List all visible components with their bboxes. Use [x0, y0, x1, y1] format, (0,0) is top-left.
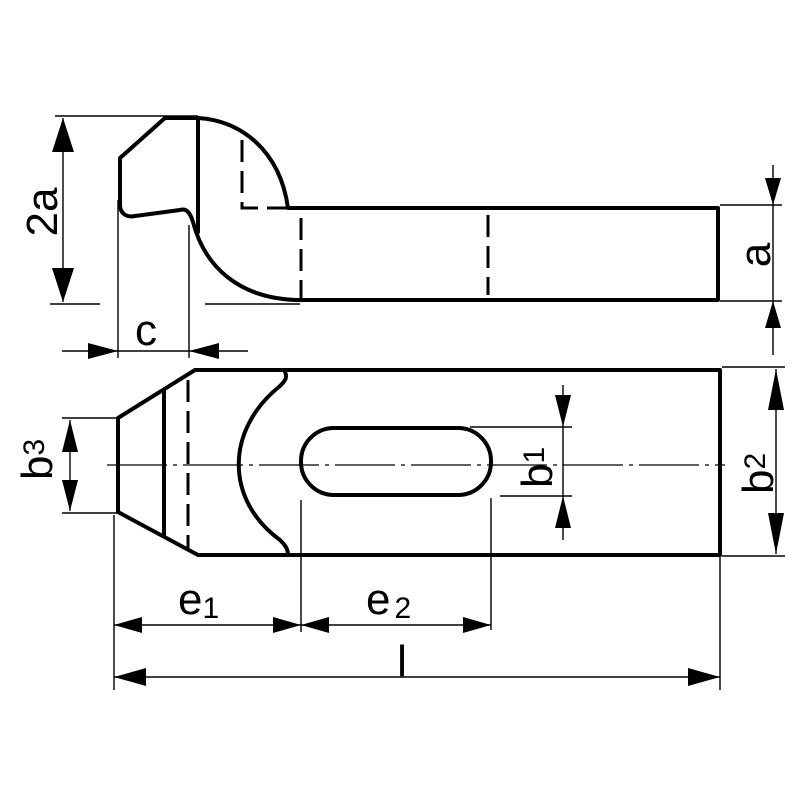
label-b2: b2: [734, 453, 783, 494]
extension-lines: [113, 498, 721, 690]
dimension-e1: e1: [114, 575, 301, 633]
label-a: a: [731, 242, 780, 267]
dimension-b1: b1: [470, 385, 572, 540]
label-e1: e1: [178, 575, 219, 625]
dimension-b3: b3: [13, 417, 118, 514]
dimension-l: l: [114, 637, 720, 686]
hidden-line-hook: [240, 140, 288, 210]
label-2a: 2a: [18, 187, 67, 236]
label-l: l: [397, 637, 407, 686]
slot: [299, 426, 493, 497]
dimension-a: a: [720, 165, 782, 355]
concave-arc: [236, 370, 290, 557]
top-view: [107, 368, 725, 557]
label-b1: b1: [513, 447, 562, 488]
top-view-outline: [116, 368, 722, 557]
side-view: [118, 116, 720, 302]
side-view-outline: [118, 116, 720, 302]
dimension-c: c: [62, 200, 248, 359]
dimension-b2: b2: [722, 366, 785, 557]
label-b3: b3: [13, 439, 62, 480]
label-c: c: [135, 306, 157, 355]
dimension-2a: 2a: [18, 115, 300, 305]
